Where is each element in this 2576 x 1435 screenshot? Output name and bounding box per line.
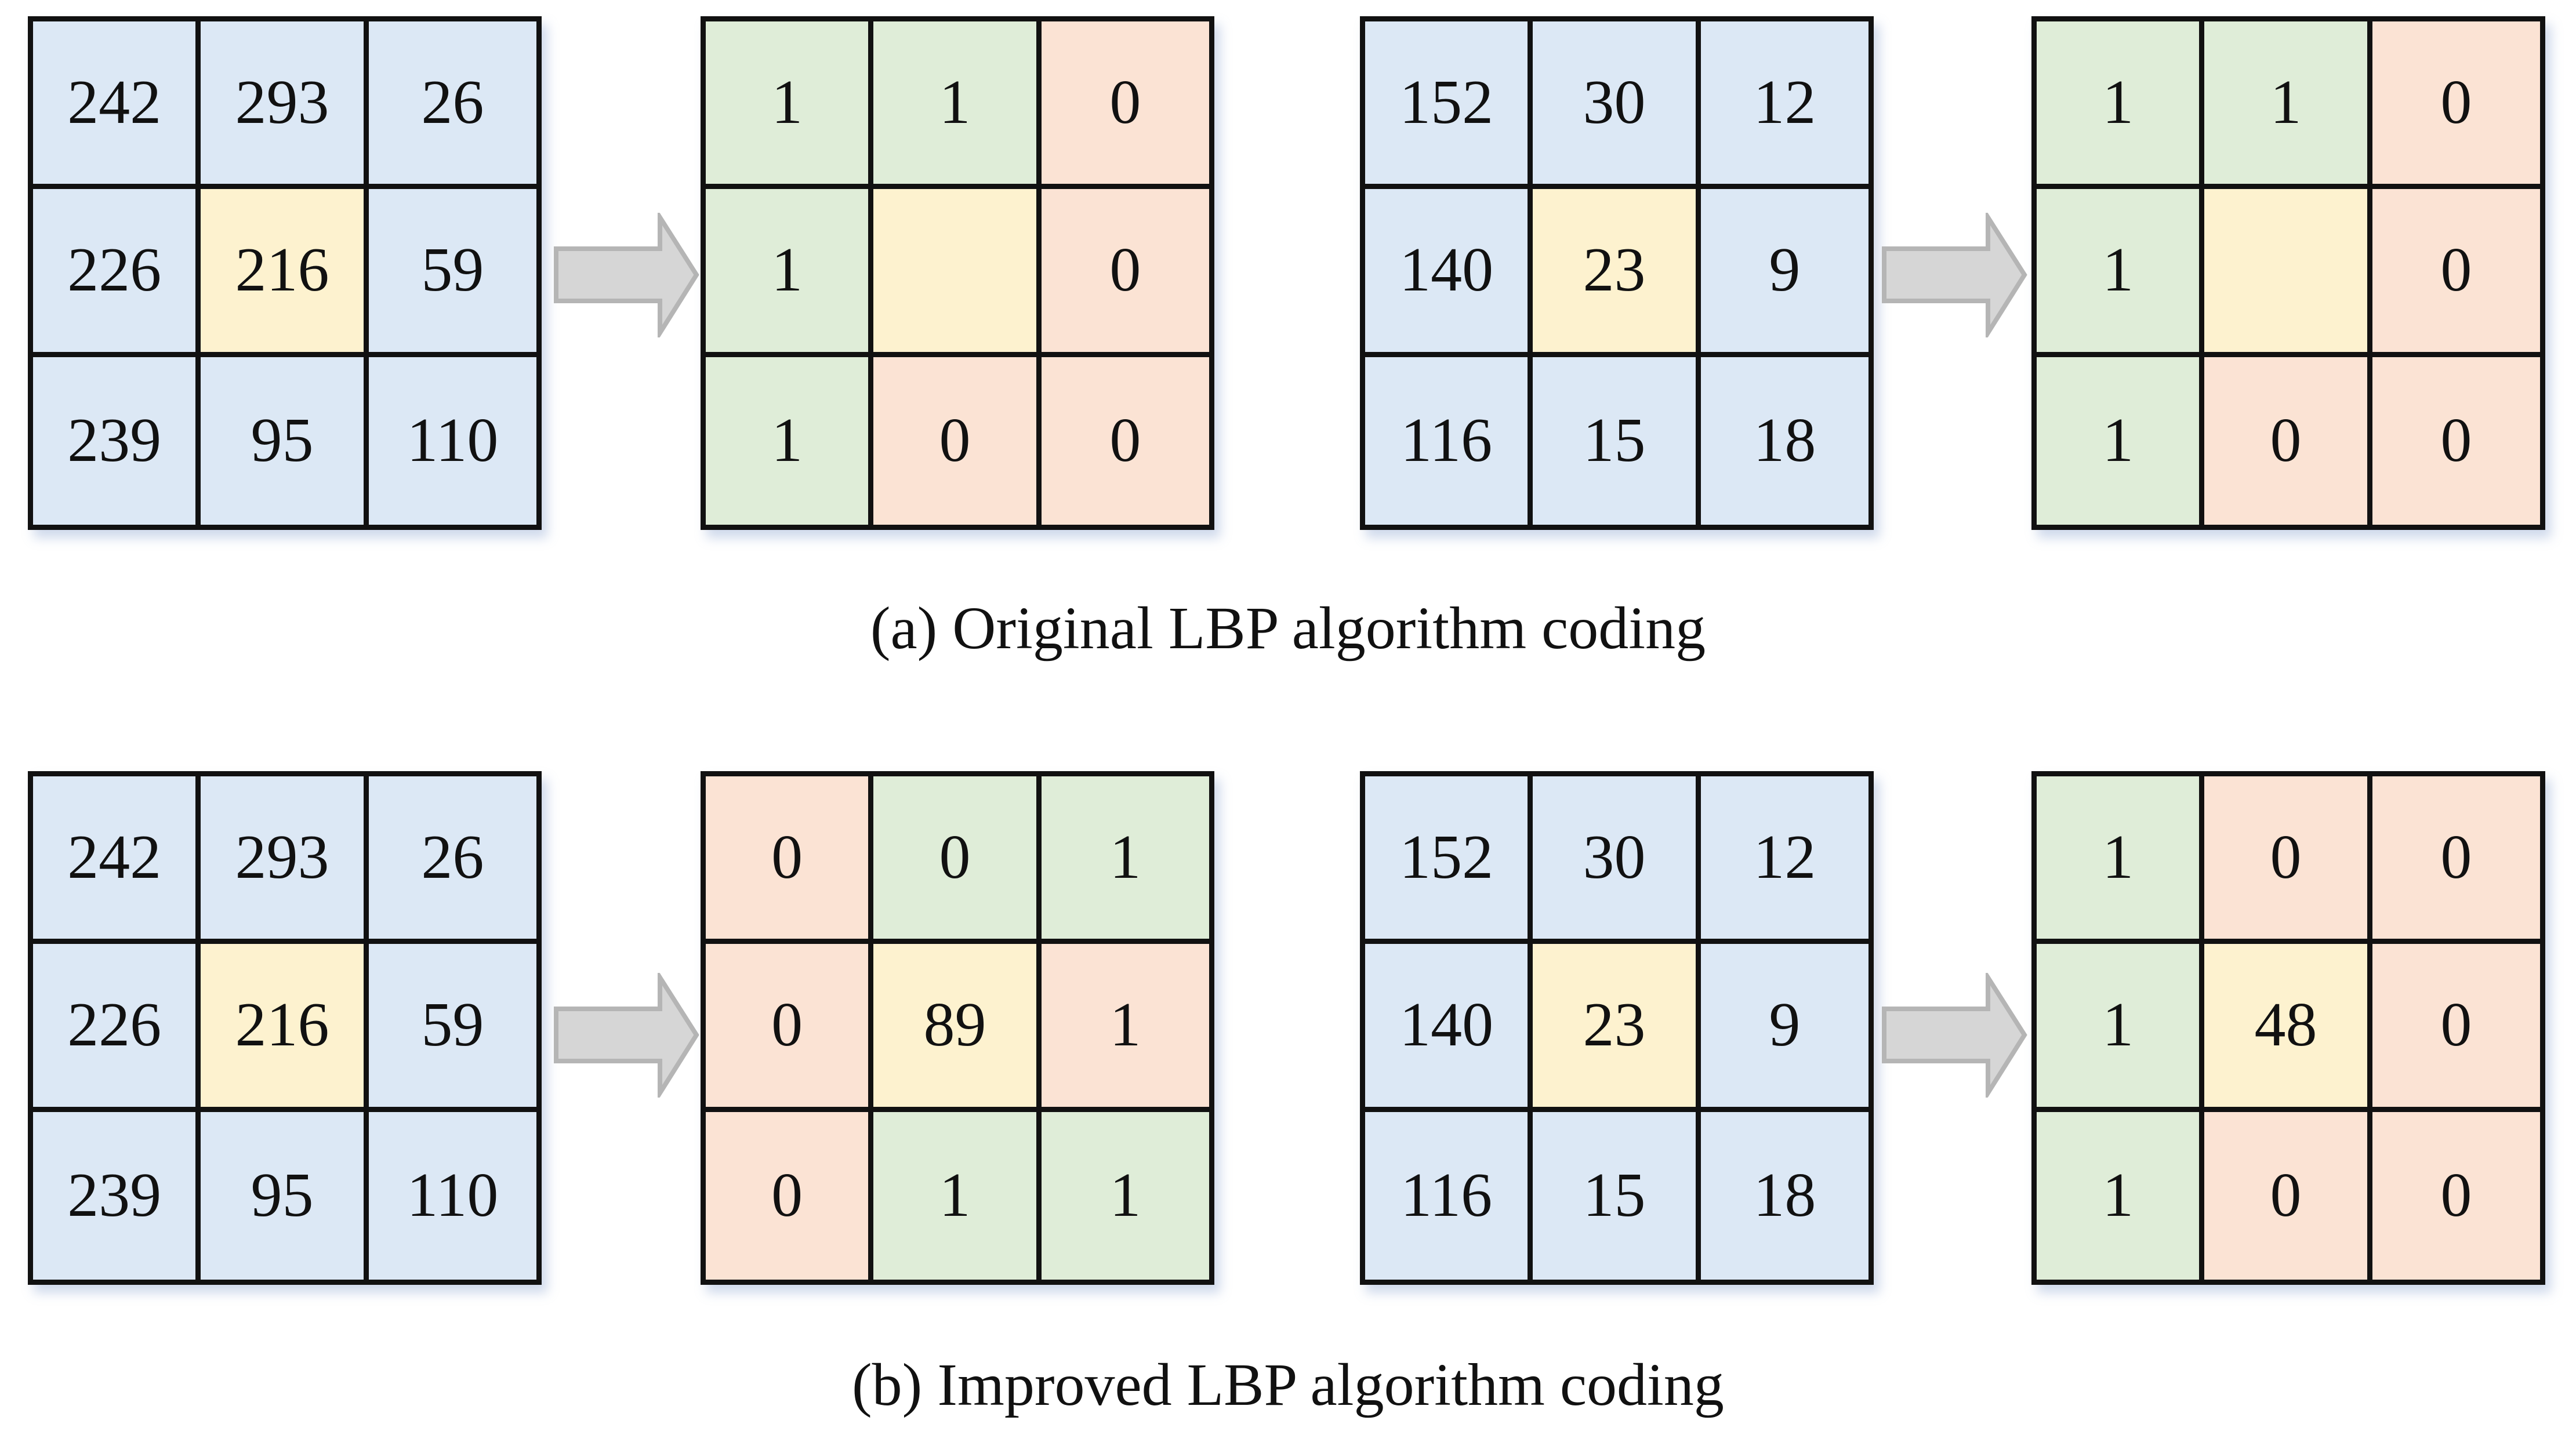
grid-cell: 242 xyxy=(33,21,201,190)
grid-cell: 1 xyxy=(2204,21,2372,190)
grid-cell: 116 xyxy=(1365,1111,1533,1280)
center-cell xyxy=(873,189,1042,357)
input-grid-b1: 242 293 26 226 216 59 239 95 110 xyxy=(28,771,542,1285)
grid-cell: 242 xyxy=(33,776,201,944)
right-arrow-icon xyxy=(554,973,699,1098)
grid-cell: 0 xyxy=(873,776,1042,944)
grid-cell: 239 xyxy=(33,1111,201,1280)
grid-cell: 0 xyxy=(2204,357,2372,525)
center-cell xyxy=(2204,189,2372,357)
center-cell: 23 xyxy=(1533,189,1701,357)
grid-cell: 110 xyxy=(368,357,536,525)
center-cell: 89 xyxy=(873,944,1042,1112)
input-grid-b2: 152 30 12 140 23 9 116 15 18 xyxy=(1360,771,1874,1285)
grid-cell: 152 xyxy=(1365,21,1533,190)
grid-cell: 1 xyxy=(2037,21,2205,190)
grid-cell: 0 xyxy=(2204,776,2372,944)
grid-cell: 152 xyxy=(1365,776,1533,944)
grid-cell: 1 xyxy=(873,1111,1042,1280)
grid-cell: 116 xyxy=(1365,357,1533,525)
grid-cell: 18 xyxy=(1700,357,1868,525)
grid-cell: 0 xyxy=(873,357,1042,525)
center-cell: 216 xyxy=(201,189,369,357)
grid-cell: 0 xyxy=(1041,189,1209,357)
grid-cell: 1 xyxy=(1041,776,1209,944)
grid-cell: 30 xyxy=(1533,21,1701,190)
center-cell: 48 xyxy=(2204,944,2372,1112)
grid-cell: 95 xyxy=(201,357,369,525)
grid-cell: 293 xyxy=(201,776,369,944)
grid-cell: 59 xyxy=(368,189,536,357)
grid-cell: 0 xyxy=(1041,21,1209,190)
grid-cell: 0 xyxy=(2204,1111,2372,1280)
grid-cell: 1 xyxy=(1041,944,1209,1112)
grid-cell: 226 xyxy=(33,189,201,357)
grid-cell: 0 xyxy=(706,944,874,1112)
grid-cell: 59 xyxy=(368,944,536,1112)
output-grid-b2: 1 0 0 1 48 0 1 0 0 xyxy=(2031,771,2545,1285)
grid-cell: 1 xyxy=(2037,357,2205,525)
grid-cell: 30 xyxy=(1533,776,1701,944)
grid-cell: 9 xyxy=(1700,944,1868,1112)
center-cell: 216 xyxy=(201,944,369,1112)
output-grid-b1: 0 0 1 0 89 1 0 1 1 xyxy=(701,771,1214,1285)
input-grid-a2: 152 30 12 140 23 9 116 15 18 xyxy=(1360,16,1874,530)
input-grid-a1: 242 293 26 226 216 59 239 95 110 xyxy=(28,16,542,530)
right-arrow-icon xyxy=(1882,213,2027,337)
caption-a: (a) Original LBP algorithm coding xyxy=(870,595,1706,662)
grid-cell: 18 xyxy=(1700,1111,1868,1280)
grid-cell: 15 xyxy=(1533,1111,1701,1280)
grid-cell: 0 xyxy=(2372,1111,2540,1280)
grid-cell: 0 xyxy=(1041,357,1209,525)
grid-cell: 140 xyxy=(1365,189,1533,357)
grid-cell: 1 xyxy=(2037,776,2205,944)
grid-cell: 0 xyxy=(2372,189,2540,357)
grid-cell: 12 xyxy=(1700,21,1868,190)
grid-cell: 1 xyxy=(1041,1111,1209,1280)
output-grid-a2: 1 1 0 1 0 1 0 0 xyxy=(2031,16,2545,530)
grid-cell: 1 xyxy=(2037,1111,2205,1280)
right-arrow-icon xyxy=(1882,973,2027,1098)
output-grid-a1: 1 1 0 1 0 1 0 0 xyxy=(701,16,1214,530)
grid-cell: 110 xyxy=(368,1111,536,1280)
grid-cell: 26 xyxy=(368,776,536,944)
grid-cell: 239 xyxy=(33,357,201,525)
grid-cell: 1 xyxy=(2037,944,2205,1112)
grid-cell: 15 xyxy=(1533,357,1701,525)
grid-cell: 0 xyxy=(2372,357,2540,525)
grid-cell: 1 xyxy=(873,21,1042,190)
grid-cell: 9 xyxy=(1700,189,1868,357)
grid-cell: 226 xyxy=(33,944,201,1112)
grid-cell: 0 xyxy=(2372,776,2540,944)
grid-cell: 1 xyxy=(706,21,874,190)
grid-cell: 293 xyxy=(201,21,369,190)
center-cell: 23 xyxy=(1533,944,1701,1112)
grid-cell: 1 xyxy=(2037,189,2205,357)
grid-cell: 1 xyxy=(706,357,874,525)
grid-cell: 0 xyxy=(2372,21,2540,190)
grid-cell: 95 xyxy=(201,1111,369,1280)
grid-cell: 0 xyxy=(706,776,874,944)
grid-cell: 0 xyxy=(2372,944,2540,1112)
grid-cell: 0 xyxy=(706,1111,874,1280)
grid-cell: 26 xyxy=(368,21,536,190)
grid-cell: 1 xyxy=(706,189,874,357)
grid-cell: 12 xyxy=(1700,776,1868,944)
caption-b: (b) Improved LBP algorithm coding xyxy=(852,1352,1724,1418)
grid-cell: 140 xyxy=(1365,944,1533,1112)
right-arrow-icon xyxy=(554,213,699,337)
